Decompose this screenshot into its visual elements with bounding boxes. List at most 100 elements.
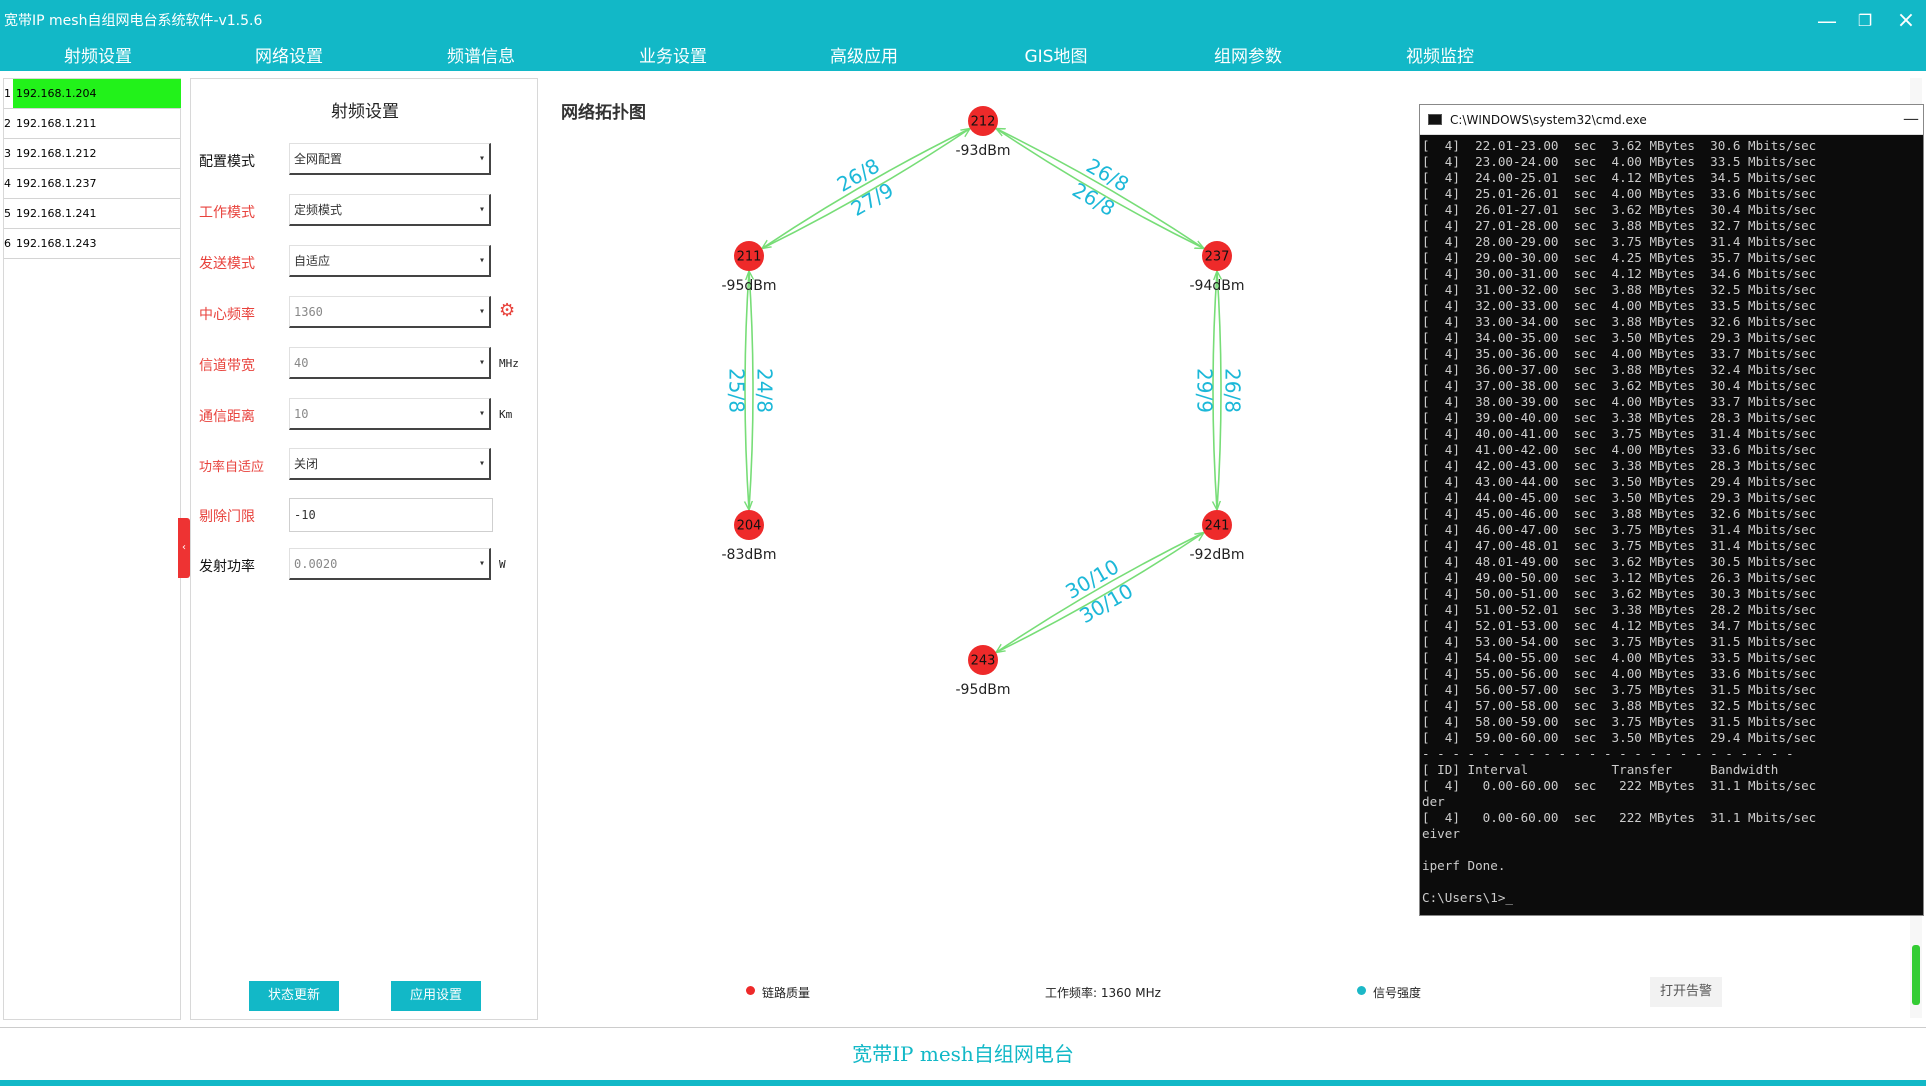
- collapse-panel-tab[interactable]: ‹: [178, 518, 190, 578]
- cmd-title-bar[interactable]: C:\WINDOWS\system32\cmd.exe —: [1420, 105, 1923, 135]
- menu-rf-settings[interactable]: 射频设置: [64, 47, 132, 67]
- menu-gis-map[interactable]: GIS地图: [1024, 47, 1088, 67]
- link-quality-legend: 链路质量: [762, 986, 811, 1000]
- cmd-line: [ 4] 37.00-38.00 sec 3.62 MBytes 30.4 Mb…: [1422, 378, 1817, 393]
- config-mode-value: 全网配置: [294, 152, 343, 166]
- link-arrow: [749, 271, 753, 511]
- bandwidth-unit: MHz: [499, 357, 519, 370]
- cmd-line: [ 4] 29.00-30.00 sec 4.25 MBytes 35.7 Mb…: [1422, 250, 1817, 265]
- device-row[interactable]: 5 192.168.1.241: [4, 199, 180, 229]
- node-241[interactable]: [1202, 510, 1232, 540]
- cmd-line: [ 4] 47.00-48.01 sec 3.75 MBytes 31.4 Mb…: [1422, 538, 1817, 553]
- cmd-line: [ 4] 34.00-35.00 sec 3.50 MBytes 29.3 Mb…: [1422, 330, 1817, 345]
- footer-divider: [0, 1027, 1926, 1028]
- link-label: 26/8: [1221, 368, 1245, 413]
- scrollbar-thumb[interactable]: [1912, 945, 1920, 1005]
- device-row[interactable]: 2 192.168.1.211: [4, 109, 180, 139]
- cmd-line: [ 4] 25.01-26.01 sec 4.00 MBytes 33.6 Mb…: [1422, 186, 1817, 201]
- tx-power-select[interactable]: 0.0020 ▾: [289, 548, 491, 580]
- restore-button[interactable]: ❐: [1857, 11, 1873, 30]
- node-237[interactable]: [1202, 241, 1232, 271]
- link-arrow: [996, 531, 1205, 652]
- distance-label: 通信距离: [199, 409, 255, 425]
- cmd-title: C:\WINDOWS\system32\cmd.exe: [1450, 113, 1647, 127]
- work-freq-readout: 工作频率: 1360 MHz: [1045, 986, 1161, 1000]
- cmd-line: [ 4] 30.00-31.00 sec 4.12 MBytes 34.6 Mb…: [1422, 266, 1817, 281]
- cmd-line: [ 4] 38.00-39.00 sec 4.00 MBytes 33.7 Mb…: [1422, 394, 1817, 409]
- cmd-line: [ 4] 45.00-46.00 sec 3.88 MBytes 32.6 Mb…: [1422, 506, 1817, 521]
- tx-power-label: 发射功率: [199, 559, 255, 575]
- cmd-line: [ 4] 43.00-44.00 sec 3.50 MBytes 29.4 Mb…: [1422, 474, 1817, 489]
- center-freq-select[interactable]: 1360 ▾: [289, 296, 491, 328]
- cmd-output[interactable]: [ 4] 22.01-23.00 sec 3.62 MBytes 30.6 Mb…: [1422, 138, 1922, 913]
- cmd-line: [ 4] 0.00-60.00 sec 222 MBytes 31.1 Mbit…: [1422, 810, 1817, 825]
- node-rssi-label: -94dBm: [1190, 278, 1245, 294]
- menu-video-monitor[interactable]: 视频监控: [1406, 47, 1474, 67]
- send-mode-select[interactable]: 自适应 ▾: [289, 245, 491, 277]
- power-adapt-value: 关闭: [294, 457, 319, 471]
- node-212[interactable]: [968, 106, 998, 136]
- device-list: 1 192.168.1.204 2 192.168.1.211 3 192.16…: [3, 78, 181, 1020]
- cmd-line: [ 4] 23.00-24.00 sec 4.00 MBytes 33.5 Mb…: [1422, 154, 1817, 169]
- cmd-line: [ 4] 55.00-56.00 sec 4.00 MBytes 33.6 Mb…: [1422, 666, 1817, 681]
- chevron-down-icon: ▾: [478, 204, 485, 215]
- cmd-line: [ 4] 48.01-49.00 sec 3.62 MBytes 30.5 Mb…: [1422, 554, 1817, 569]
- node-204[interactable]: [734, 510, 764, 540]
- work-mode-select[interactable]: 定频模式 ▾: [289, 194, 491, 226]
- device-index: 3: [4, 147, 11, 160]
- node-rssi-label: -83dBm: [722, 547, 777, 563]
- cmd-line: [ 4] 42.00-43.00 sec 3.38 MBytes 28.3 Mb…: [1422, 458, 1817, 473]
- device-index: 4: [4, 177, 11, 190]
- open-alarm-button[interactable]: 打开告警: [1650, 977, 1722, 1007]
- menu-spectrum-info[interactable]: 频谱信息: [447, 47, 515, 67]
- topology-title: 网络拓扑图: [561, 103, 646, 123]
- link-arrow: [995, 532, 1204, 654]
- distance-select[interactable]: 10 ▾: [289, 398, 491, 430]
- link-label: 29/9: [1193, 368, 1217, 413]
- node-211[interactable]: [734, 241, 764, 271]
- status-update-button[interactable]: 状态更新: [249, 981, 339, 1011]
- device-row[interactable]: 6 192.168.1.243: [4, 229, 180, 259]
- footer-brand: 宽带IP mesh自组网电台: [852, 1042, 1074, 1066]
- cmd-line: [ 4] 28.00-29.00 sec 3.75 MBytes 31.4 Mb…: [1422, 234, 1817, 249]
- power-adapt-select[interactable]: 关闭 ▾: [289, 448, 491, 480]
- menu-network-params[interactable]: 组网参数: [1214, 47, 1282, 67]
- cmd-line: [ 4] 40.00-41.00 sec 3.75 MBytes 31.4 Mb…: [1422, 426, 1817, 441]
- config-mode-select[interactable]: 全网配置 ▾: [289, 143, 491, 175]
- node-rssi-label: -92dBm: [1190, 547, 1245, 563]
- bandwidth-select[interactable]: 40 ▾: [289, 347, 491, 379]
- cmd-line: [ 4] 35.00-36.00 sec 4.00 MBytes 33.7 Mb…: [1422, 346, 1817, 361]
- power-adapt-label: 功率自适应: [199, 460, 265, 475]
- minimize-button[interactable]: —: [1817, 9, 1837, 33]
- node-rssi-label: -95dBm: [722, 278, 777, 294]
- device-row[interactable]: 1 192.168.1.204: [4, 79, 181, 109]
- cmd-line: [ 4] 31.00-32.00 sec 3.88 MBytes 32.5 Mb…: [1422, 282, 1817, 297]
- chevron-down-icon: ▾: [478, 408, 485, 419]
- node-id-label: 237: [1205, 250, 1230, 265]
- apply-settings-button[interactable]: 应用设置: [391, 981, 481, 1011]
- work-mode-value: 定频模式: [294, 203, 343, 217]
- menu-network-settings[interactable]: 网络设置: [255, 47, 323, 67]
- send-mode-value: 自适应: [294, 254, 331, 268]
- cmd-line: [ 4] 41.00-42.00 sec 4.00 MBytes 33.6 Mb…: [1422, 442, 1817, 457]
- tx-power-unit: W: [499, 558, 506, 571]
- device-index: 6: [4, 237, 11, 250]
- device-row[interactable]: 4 192.168.1.237: [4, 169, 180, 199]
- node-243[interactable]: [968, 645, 998, 675]
- cmd-line: [ 4] 22.01-23.00 sec 3.62 MBytes 30.6 Mb…: [1422, 138, 1817, 153]
- node-id-label: 243: [971, 654, 996, 669]
- distance-value: 10: [294, 407, 309, 421]
- gear-icon[interactable]: ⚙: [499, 300, 516, 321]
- close-button[interactable]: ×: [1896, 8, 1916, 33]
- bandwidth-value: 40: [294, 356, 309, 370]
- reject-threshold-input[interactable]: -10: [289, 498, 493, 532]
- chevron-down-icon: ▾: [478, 306, 485, 317]
- cmd-window[interactable]: C:\WINDOWS\system32\cmd.exe — [ 4] 22.01…: [1419, 104, 1924, 916]
- device-row[interactable]: 3 192.168.1.212: [4, 139, 180, 169]
- menu-service-settings[interactable]: 业务设置: [639, 47, 707, 67]
- cmd-line: [ 4] 39.00-40.00 sec 3.38 MBytes 28.3 Mb…: [1422, 410, 1817, 425]
- menu-advanced[interactable]: 高级应用: [830, 47, 898, 67]
- cmd-minimize-button[interactable]: —: [1903, 109, 1919, 128]
